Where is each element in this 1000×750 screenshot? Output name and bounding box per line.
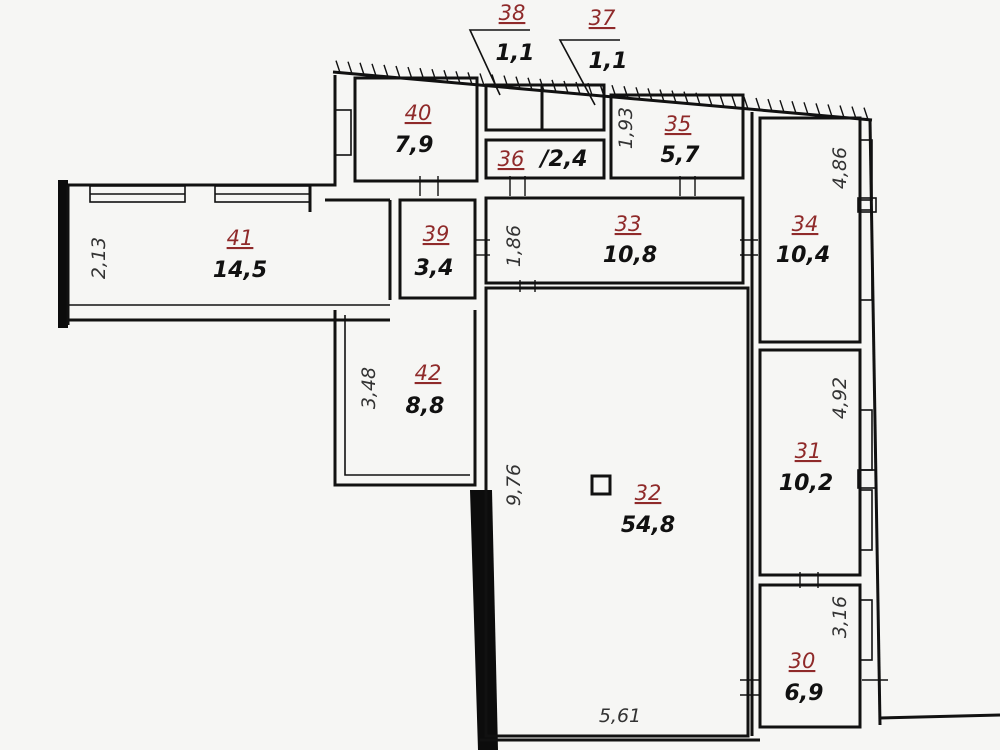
- scan-shadow-left: [58, 180, 68, 328]
- room-34-number: 34: [792, 212, 819, 236]
- room-35-area: 5,7: [661, 143, 701, 168]
- walls: [66, 75, 1000, 742]
- room-30-number: 30: [789, 649, 816, 673]
- dim-5-61: 5,61: [599, 705, 641, 727]
- wall-hatch-mark: [371, 63, 377, 77]
- room-32-area: 54,8: [621, 513, 675, 538]
- wall-hatch-mark: [395, 65, 401, 79]
- wall-hatch-mark: [515, 76, 521, 89]
- wall-hatch-mark: [743, 96, 749, 110]
- room-36-area: /2,4: [537, 147, 587, 172]
- wall-hatch-mark: [803, 102, 809, 115]
- room-31-area: 10,2: [779, 471, 833, 496]
- dim-4-86: 4,86: [829, 147, 851, 189]
- wall-hatch-mark: [443, 70, 449, 83]
- wall-hatch-mark: [359, 62, 365, 75]
- room-38-area: 1,1: [496, 41, 535, 66]
- room-40-number: 40: [405, 101, 432, 125]
- wall-hatch-mark: [863, 107, 869, 120]
- wall-hatch-mark: [479, 73, 485, 86]
- room-32-number: 32: [635, 481, 662, 505]
- dim-1-86: 1,86: [503, 225, 525, 267]
- room-42-area: 8,8: [406, 394, 445, 419]
- dim-3-48: 3,48: [358, 367, 380, 409]
- wall-hatch-mark: [791, 101, 797, 114]
- room-37-area: 1,1: [589, 49, 628, 74]
- dim-2-13: 2,13: [88, 237, 110, 279]
- wall-hatch-mark: [815, 103, 821, 116]
- room-37-number: 37: [589, 6, 616, 30]
- dim-9-76: 9,76: [503, 464, 525, 506]
- dim-3-16: 3,16: [829, 596, 851, 638]
- dim-4-92: 4,92: [829, 377, 851, 419]
- room-33-area: 10,8: [603, 243, 657, 268]
- leader-37: [558, 39, 620, 106]
- room-39-area: 3,4: [415, 256, 454, 281]
- room-34-area: 10,4: [776, 243, 830, 268]
- wall-hatch-mark: [347, 61, 353, 74]
- scan-shadow-bottom: [470, 490, 498, 750]
- room-41-number: 41: [227, 226, 254, 250]
- wall-hatch-mark: [755, 97, 761, 111]
- dim-1-93: 1,93: [615, 107, 637, 149]
- room-33-number: 33: [615, 212, 642, 236]
- room-35-number: 35: [665, 112, 692, 136]
- room-labels: 38 1,1 37 1,1 40 7,9 35 5,7 36 /2,4 41 1…: [213, 1, 833, 706]
- wall-hatch-mark: [779, 99, 785, 113]
- wall-hatch-mark: [731, 95, 737, 109]
- wall-hatch-mark: [671, 90, 677, 103]
- room-30-area: 6,9: [785, 681, 824, 706]
- wall-hatch-mark: [383, 64, 389, 78]
- door-markers: [419, 176, 888, 696]
- room-31-number: 31: [795, 439, 822, 463]
- wall-hatch-mark: [563, 80, 569, 94]
- wall-hatch-mark: [827, 104, 833, 117]
- wall-hatch-mark: [719, 94, 725, 108]
- wall-hatch-mark: [635, 87, 641, 100]
- room-36-number: 36: [498, 147, 525, 171]
- dimension-labels: 1,93 4,86 2,13 1,86 3,48 4,92 9,76 3,16 …: [88, 107, 851, 727]
- wall-hatch-mark: [335, 60, 341, 73]
- leader-38: [468, 29, 530, 96]
- room-41-area: 14,5: [213, 258, 267, 283]
- wall-hatch-mark: [767, 98, 773, 112]
- room-39-number: 39: [423, 222, 450, 246]
- room-38-number: 38: [499, 1, 526, 25]
- wall-hatch-mark: [839, 105, 845, 118]
- room-40-area: 7,9: [395, 133, 434, 158]
- room-42-number: 42: [415, 361, 442, 385]
